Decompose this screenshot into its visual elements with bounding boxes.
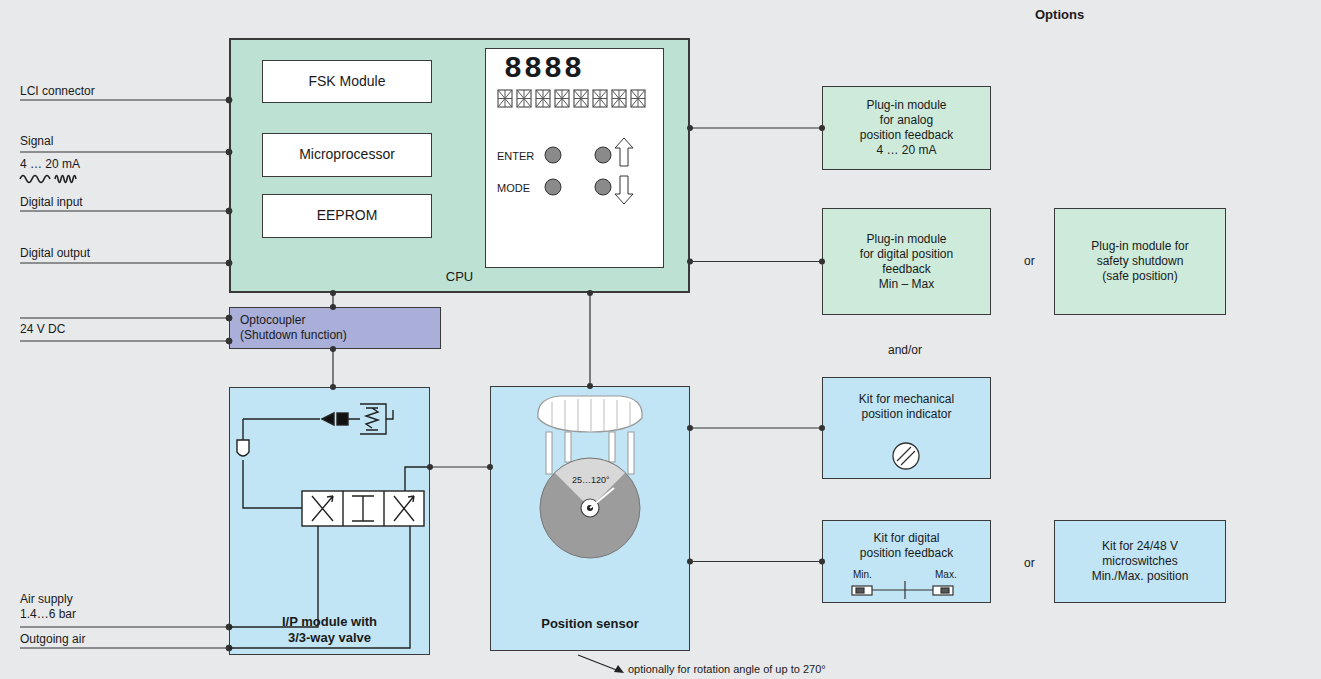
- node-text: FSK Module: [308, 73, 385, 91]
- connector-line: [589, 293, 590, 386]
- node-text: I/P module with 3/3-way valve: [255, 614, 405, 647]
- module-box: Microprocessor: [262, 133, 432, 177]
- node-sub-text: ENTER: [497, 150, 534, 163]
- node-sub-text: MODE: [497, 182, 530, 195]
- junction-dot: [330, 290, 336, 296]
- display-buttons: [545, 138, 633, 204]
- connector-line: [690, 427, 822, 428]
- connector-line: [690, 261, 822, 262]
- text-label: 25…120°: [572, 475, 610, 486]
- option-box: Plug-in module for safety shutdown (safe…: [1054, 208, 1226, 315]
- position-sensor-drawing: [538, 396, 642, 558]
- node-text: Kit for digital position feedback: [851, 531, 963, 561]
- text-label: Digital output: [20, 246, 90, 260]
- text-label: Digital input: [20, 195, 83, 209]
- junction-dot: [330, 384, 336, 390]
- junction-dot: [819, 125, 825, 131]
- signal-waveform: [20, 176, 76, 183]
- node-text: Kit for mechanical position indicator: [851, 392, 963, 422]
- connector-line: [332, 349, 333, 387]
- node-text: Optocoupler (Shutdown function): [240, 313, 360, 343]
- junction-dot: [330, 346, 336, 352]
- junction-dot: [819, 425, 825, 431]
- junction-dot: [819, 259, 825, 265]
- junction-dot: [587, 383, 593, 389]
- node-text: EEPROM: [317, 207, 378, 225]
- kit-box: Kit for 24/48 V microswitches Min./Max. …: [1054, 520, 1226, 603]
- text-label: or: [1024, 556, 1035, 570]
- display-panel: 8888ENTER MODE: [485, 48, 664, 268]
- node-text: Plug-in module for digital position feed…: [855, 232, 959, 292]
- node-sub-text: Min.: [853, 569, 872, 581]
- node-sub-text: Max.: [935, 569, 957, 581]
- junction-dot: [687, 259, 693, 265]
- connector-line: [690, 127, 822, 128]
- node-text: Position sensor: [541, 616, 639, 632]
- node-text: Plug-in module for safety shutdown (safe…: [1074, 239, 1206, 284]
- junction-dot: [687, 425, 693, 431]
- text-label: optionally for rotation angle of up to 2…: [628, 663, 826, 676]
- valve-symbol: [229, 404, 430, 648]
- text-label: 4 … 20 mA: [20, 157, 80, 171]
- text-label: Air supply: [20, 592, 73, 606]
- signal-wires: [20, 97, 232, 651]
- text-label: and/or: [888, 343, 922, 357]
- module-box: FSK Module: [262, 60, 432, 103]
- text-label: Outgoing air: [20, 632, 85, 646]
- option-box: Plug-in module for digital position feed…: [822, 208, 991, 315]
- connector-line: [430, 466, 490, 467]
- optocoupler-box: Optocoupler (Shutdown function): [229, 307, 441, 349]
- note-pointer: [578, 655, 624, 673]
- node-text: Plug-in module for analog position feedb…: [855, 98, 959, 158]
- node-text: Kit for 24/48 V microswitches Min./Max. …: [1064, 539, 1216, 584]
- text-label: 24 V DC: [20, 322, 65, 336]
- connector-line: [690, 561, 822, 562]
- junction-dot: [330, 304, 336, 310]
- node-text: 8888: [504, 51, 584, 87]
- option-box: Plug-in module for analog position feedb…: [822, 86, 991, 170]
- junction-dot: [687, 559, 693, 565]
- text-label: or: [1024, 254, 1035, 268]
- text-label: 1.4…6 bar: [20, 607, 76, 621]
- module-box: EEPROM: [262, 194, 432, 238]
- junction-dot: [587, 290, 593, 296]
- node-text: Microprocessor: [299, 146, 395, 164]
- junction-dot: [427, 464, 433, 470]
- text-label: LCI connector: [20, 84, 95, 98]
- junction-dot: [687, 125, 693, 131]
- node-text: CPU: [446, 269, 473, 285]
- junction-dot: [819, 559, 825, 565]
- switch-icons: [852, 581, 953, 599]
- segment-display: [497, 89, 649, 109]
- text-label: Signal: [20, 134, 53, 148]
- diagram-title: Options: [1035, 7, 1084, 23]
- indicator-icon: [893, 443, 919, 469]
- junction-dot: [487, 464, 493, 470]
